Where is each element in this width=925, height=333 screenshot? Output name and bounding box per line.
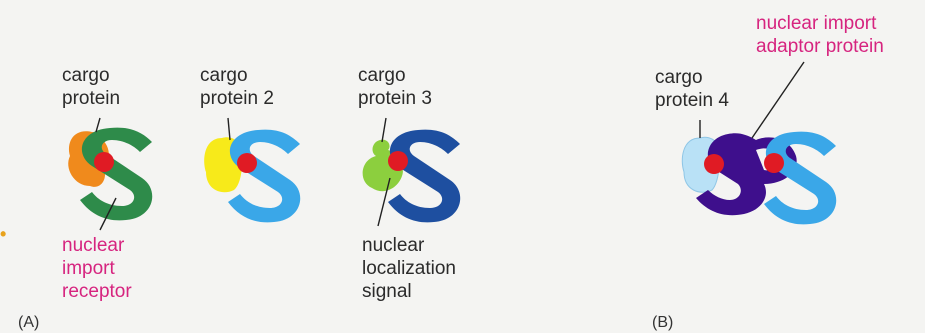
leader-line-cargo2 <box>227 117 231 141</box>
receptor-label-line3: receptor <box>62 281 132 302</box>
leader-line-nls <box>377 177 391 227</box>
nuclear-import-receptor-label: nuclear import receptor <box>62 234 132 303</box>
nuclear-import-adaptor-protein-label: nuclear import adaptor protein <box>756 12 884 58</box>
panel-a-label: (A) <box>18 314 40 331</box>
cargo-protein-2-label-line2: protein 2 <box>200 88 274 109</box>
cargo-protein-label-line2: protein <box>62 88 121 109</box>
nls-label-line3: signal <box>362 281 412 302</box>
cargo-protein-complex-1 <box>68 127 153 221</box>
cargo-protein-3-label: cargo protein 3 <box>358 64 432 110</box>
cargo-protein-4-label-line2: protein 4 <box>655 90 729 111</box>
nuclear-localization-signal-dot <box>94 152 114 172</box>
nuclear-localization-signal-label: nuclear localization signal <box>362 234 456 303</box>
leader-line-receptor <box>99 197 117 231</box>
receptor-label-line2: import <box>62 258 115 279</box>
adaptor-label-line1: nuclear import <box>756 13 877 34</box>
nuclear-localization-signal-dot-4a <box>704 154 724 174</box>
cargo-protein-3-label-line1: cargo <box>358 65 406 86</box>
panel-b-label: (B) <box>652 314 674 331</box>
cargo-protein-4-label-line1: cargo <box>655 67 703 88</box>
cargo-protein-complex-4 <box>681 131 837 225</box>
leader-line-cargo3 <box>381 117 387 143</box>
leader-line-adaptor <box>751 61 805 139</box>
nls-label-line1: nuclear <box>362 235 425 256</box>
receptor-label-line1: nuclear <box>62 235 125 256</box>
cargo-protein-3-label-line2: protein 3 <box>358 88 432 109</box>
adaptor-label-line2: adaptor protein <box>756 36 884 57</box>
nuclear-localization-signal-dot-2 <box>237 153 257 173</box>
nls-label-line2: localization <box>362 258 456 279</box>
cargo-protein-label-line1: cargo <box>62 65 110 86</box>
adaptor-protein-shape <box>696 133 797 216</box>
cargo-protein-complex-3 <box>362 129 461 223</box>
cargo-protein-label: cargo protein <box>62 64 120 110</box>
cargo-protein-complex-2 <box>204 129 301 223</box>
edge-mark: • <box>0 224 7 244</box>
nuclear-localization-signal-dot-3 <box>388 151 408 171</box>
cargo-protein-2-label-line1: cargo <box>200 65 248 86</box>
nuclear-localization-signal-dot-4b <box>764 153 784 173</box>
leader-line-cargo1 <box>95 117 101 133</box>
cargo-protein-2-label: cargo protein 2 <box>200 64 274 110</box>
cargo-protein-4-label: cargo protein 4 <box>655 66 729 112</box>
